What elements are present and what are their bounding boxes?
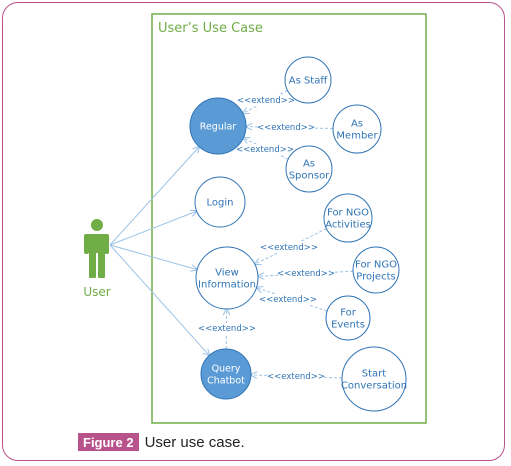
extend-label-bg xyxy=(270,371,322,382)
use-case-ellipse xyxy=(189,97,247,155)
use-case-ellipse xyxy=(323,193,373,243)
extend-label-bg xyxy=(201,323,253,334)
caption-text: User use case. xyxy=(144,433,245,451)
use-case-label: Start xyxy=(362,369,387,380)
extend-label: <<extend>> xyxy=(259,295,317,305)
extend-label: <<extend>> xyxy=(257,123,315,133)
use-case-label: For NGO xyxy=(355,260,397,271)
extend-as_sponsor-to-regular xyxy=(243,138,289,160)
use-case-ellipse xyxy=(285,145,333,193)
use-case-label: Chatbot xyxy=(207,376,245,387)
extend-label-bg xyxy=(240,95,292,106)
extend-label-bg xyxy=(262,294,314,305)
use-case-label: As xyxy=(351,119,363,130)
use-case-ellipse xyxy=(284,56,332,104)
use-case-label: Member xyxy=(336,131,378,142)
use-case-label: Activities xyxy=(325,220,371,231)
edges: <<extend>> <<extend>> <<extend>> <<extend>>… xyxy=(109,90,354,382)
use-case-label: Conversation xyxy=(341,381,407,392)
use-case-label: As xyxy=(303,159,315,170)
use-case-ellipse xyxy=(332,104,382,154)
use-case-ellipse xyxy=(194,176,246,228)
system-boundary xyxy=(151,13,427,424)
use-case-ellipse xyxy=(352,246,400,294)
use-case-label: For xyxy=(340,308,357,319)
extend-label: <<extend>> xyxy=(236,145,294,155)
figure-number: Figure 2 xyxy=(78,433,139,451)
system-title: User’s Use Case xyxy=(158,21,263,36)
extend-label-bg xyxy=(260,122,312,133)
extend-label: <<extend>> xyxy=(277,269,335,279)
association-view_information xyxy=(109,244,197,270)
use-case-ellipse xyxy=(325,295,371,341)
figure-caption: Figure 2 User use case. xyxy=(78,433,245,451)
use-case-label: Events xyxy=(331,320,365,331)
use-case-label: As Staff xyxy=(289,76,329,87)
actor-label: User xyxy=(83,285,110,299)
use-case-login: Login xyxy=(194,176,246,228)
use-case-label: Information xyxy=(198,280,256,291)
association-login xyxy=(109,211,197,246)
actor-user: User xyxy=(83,219,111,299)
extend-label: <<extend>> xyxy=(267,372,325,382)
extend-label: <<extend>> xyxy=(198,324,256,334)
extend-label: <<extend>> xyxy=(237,96,295,106)
extend-label: <<extend>> xyxy=(260,243,318,253)
use-case-ellipse xyxy=(200,348,252,400)
association-regular xyxy=(109,147,199,246)
use-case-ellipse xyxy=(195,246,259,310)
extend-label-bg xyxy=(280,268,332,279)
use-case-label: Regular xyxy=(200,122,237,133)
use-case-label: Projects xyxy=(356,272,395,283)
extend-label-bg xyxy=(239,144,291,155)
use-case-label: Query xyxy=(212,364,241,375)
use-case-label: Sponsor xyxy=(289,171,330,182)
use-case-ellipse xyxy=(341,346,407,412)
use-case-label: For NGO xyxy=(327,208,369,219)
use-case-label: Login xyxy=(207,198,234,209)
figure-frame xyxy=(2,2,505,461)
use-case-regular: Regular xyxy=(189,97,247,155)
use-case-label: View xyxy=(215,268,239,279)
use-case-as-staff: As Staff xyxy=(284,56,332,104)
extend-label-bg xyxy=(263,242,315,253)
association-query_chatbot xyxy=(109,244,209,355)
person-icon xyxy=(84,219,109,278)
